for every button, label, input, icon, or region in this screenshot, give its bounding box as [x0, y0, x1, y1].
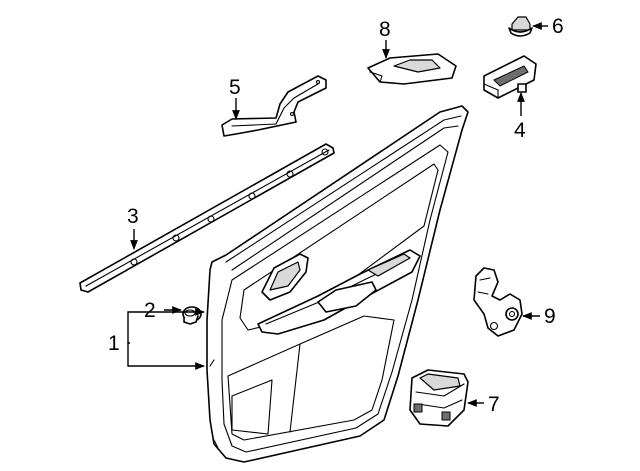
callout-4: 4	[514, 119, 526, 142]
part-4-switch-bezel	[483, 55, 537, 99]
part-9-lock-actuator	[473, 267, 523, 337]
part-3-belt-strip	[79, 143, 335, 293]
part-5-bracket	[221, 75, 327, 137]
callout-2: 2	[144, 299, 156, 322]
part-2-push-clip	[182, 306, 202, 325]
callout-7: 7	[488, 393, 500, 416]
callout-1: 1	[108, 332, 120, 355]
part-1-door-trim-panel	[206, 105, 469, 463]
part-7-window-switch	[409, 369, 469, 427]
callout-5: 5	[229, 76, 241, 99]
callout-8: 8	[379, 18, 391, 41]
callout-9: 9	[544, 305, 556, 328]
part-8-trim-cover	[367, 53, 457, 85]
callout-6: 6	[552, 15, 564, 38]
part-6-cap-plug	[508, 16, 533, 37]
leader-lines	[127, 22, 548, 407]
callout-3: 3	[127, 205, 139, 228]
